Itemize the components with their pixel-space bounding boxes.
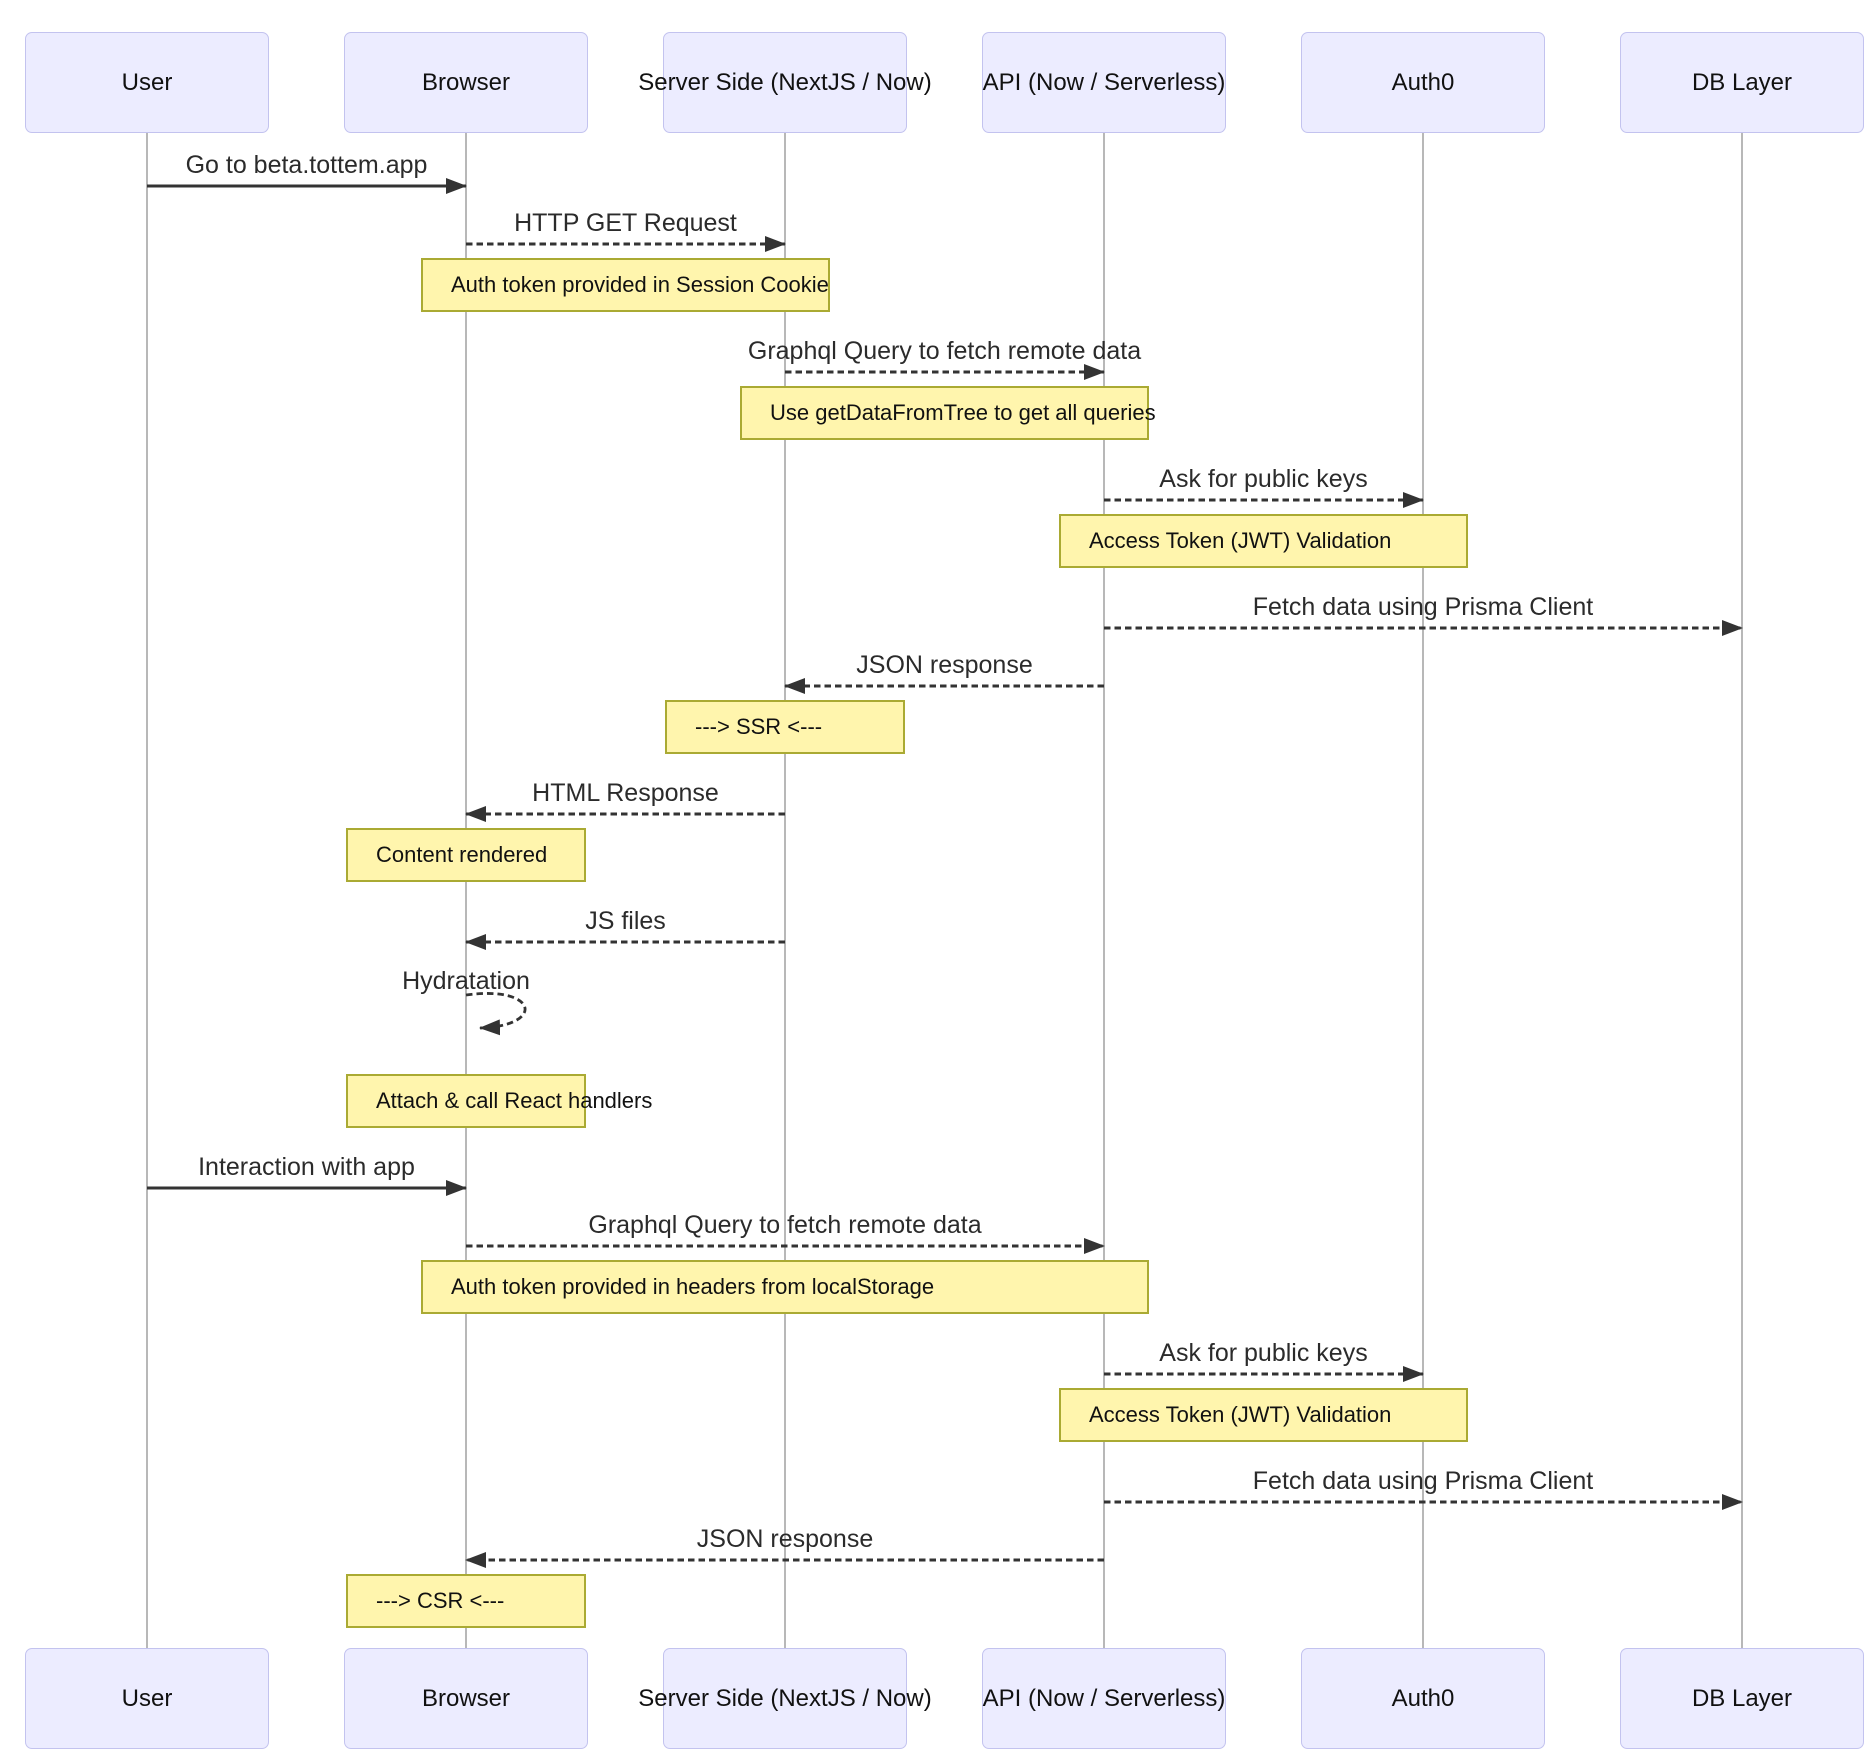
participant-top-api: API (Now / Serverless) xyxy=(982,32,1226,133)
message-label: Fetch data using Prisma Client xyxy=(1252,1467,1594,1495)
message-label: JSON response xyxy=(856,651,1033,679)
participant-label: API (Now / Serverless) xyxy=(982,68,1226,96)
note-label: Auth token provided in Session Cookie xyxy=(451,272,829,297)
note-label: ---> SSR <--- xyxy=(695,714,823,739)
note-box: ---> SSR <--- xyxy=(665,700,905,754)
note-box: Auth token provided in headers from loca… xyxy=(421,1260,1149,1314)
note-label: Access Token (JWT) Validation xyxy=(1089,1402,1392,1427)
participant-label: Auth0 xyxy=(1391,1684,1455,1712)
participant-bottom-api: API (Now / Serverless) xyxy=(982,1648,1226,1749)
participant-label: DB Layer xyxy=(1691,1684,1793,1712)
note-box: Attach & call React handlers xyxy=(346,1074,652,1128)
participant-top-browser: Browser xyxy=(344,32,588,133)
participant-bottom-auth0: Auth0 xyxy=(1301,1648,1545,1749)
note-box: Access Token (JWT) Validation xyxy=(1059,514,1468,568)
note-box: Access Token (JWT) Validation xyxy=(1059,1388,1468,1442)
message-label: Graphql Query to fetch remote data xyxy=(747,337,1142,365)
note-box: ---> CSR <--- xyxy=(346,1574,586,1628)
self-loop-arrow xyxy=(465,992,527,1036)
message-label: HTML Response xyxy=(532,779,719,807)
participant-label: Auth0 xyxy=(1391,68,1455,96)
participant-bottom-user: User xyxy=(25,1648,269,1749)
message-label: HTTP GET Request xyxy=(514,209,737,237)
note-box: Content rendered xyxy=(346,828,586,882)
note-label: Auth token provided in headers from loca… xyxy=(451,1274,935,1299)
note-box: Auth token provided in Session Cookie xyxy=(421,258,830,312)
participant-label: API (Now / Serverless) xyxy=(982,1684,1226,1712)
message-label: Interaction with app xyxy=(198,1153,415,1181)
participant-top-auth0: Auth0 xyxy=(1301,32,1545,133)
message-label: Ask for public keys xyxy=(1159,1339,1368,1367)
participant-label: Browser xyxy=(421,1684,511,1712)
participant-label: User xyxy=(121,68,173,96)
participant-label: DB Layer xyxy=(1691,68,1793,96)
note-label: Content rendered xyxy=(376,842,548,867)
message-label: JSON response xyxy=(696,1525,874,1553)
message-label: Go to beta.tottem.app xyxy=(185,151,428,179)
participant-top-server: Server Side (NextJS / Now) xyxy=(638,32,932,133)
participant-top-user: User xyxy=(25,32,269,133)
participant-label: Browser xyxy=(421,68,511,96)
note-label: ---> CSR <--- xyxy=(376,1588,505,1613)
self-loop-label: Hydratation xyxy=(402,967,530,995)
note-box: Use getDataFromTree to get all queries xyxy=(740,386,1156,440)
note-label: Use getDataFromTree to get all queries xyxy=(770,400,1156,425)
note-label: Attach & call React handlers xyxy=(376,1088,653,1113)
participant-label: Server Side (NextJS / Now) xyxy=(638,1684,932,1712)
message-label: Ask for public keys xyxy=(1159,465,1368,493)
note-label: Access Token (JWT) Validation xyxy=(1089,528,1392,553)
participant-label: Server Side (NextJS / Now) xyxy=(638,68,932,96)
participant-label: User xyxy=(121,1684,173,1712)
participant-bottom-db: DB Layer xyxy=(1620,1648,1864,1749)
message-label: JS files xyxy=(585,907,666,935)
message-label: Graphql Query to fetch remote data xyxy=(588,1211,982,1239)
participant-top-db: DB Layer xyxy=(1620,32,1864,133)
message-label: Fetch data using Prisma Client xyxy=(1252,593,1594,621)
participant-bottom-server: Server Side (NextJS / Now) xyxy=(638,1648,932,1749)
participant-bottom-browser: Browser xyxy=(344,1648,588,1749)
